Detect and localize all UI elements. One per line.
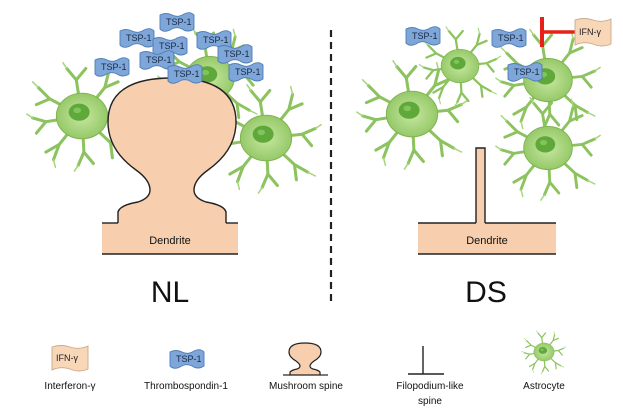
left-panel: Dendrite TSP-1 TSP-1 TSP-1 TSP-1 TSP-1 T… [25, 12, 323, 309]
legend-filopodium-label-1: Filopodium-like [396, 381, 464, 392]
legend-astrocyte-label: Astrocyte [523, 381, 565, 392]
legend-tsp-label: Thrombospondin-1 [144, 381, 228, 392]
tsp-label: TSP-1 [159, 41, 185, 51]
tsp-label: TSP-1 [235, 67, 261, 77]
ifn-gamma-box: IFN-γ [574, 18, 612, 47]
filopodium-spine [475, 147, 486, 225]
tsp-label: TSP-1 [146, 55, 172, 65]
right-panel: TSP-1 TSP-1 TSP-1 IFN-γ Dendrite DS [355, 17, 612, 309]
legend: IFN-γ Interferon-γ TSP-1 Thrombospondin-… [44, 330, 567, 407]
tsp-label: TSP-1 [126, 33, 152, 43]
ifn-inhibition [540, 17, 578, 47]
ifn-label-right: IFN-γ [579, 27, 601, 37]
tsp-right-3: TSP-1 [507, 62, 543, 82]
legend-filopodium-label-2: spine [418, 396, 442, 407]
legend-ifn-icon: IFN-γ [51, 345, 89, 372]
tsp-label: TSP-1 [514, 67, 540, 77]
legend-tsp-icon: TSP-1 [169, 349, 205, 369]
tsp-label: TSP-1 [412, 31, 438, 41]
tsp-label: TSP-1 [166, 17, 192, 27]
dendrite-label-right: Dendrite [466, 235, 508, 247]
legend-ifn-tag: IFN-γ [56, 353, 78, 363]
dendrite-right [418, 223, 556, 254]
condition-label-ds: DS [465, 276, 507, 309]
tsp-label: TSP-1 [498, 33, 524, 43]
dendrite-left [102, 223, 238, 254]
tsp-cluster-left: TSP-1 TSP-1 TSP-1 TSP-1 TSP-1 TSP-1 TSP-… [94, 12, 264, 84]
dendrite-label-left: Dendrite [149, 235, 191, 247]
legend-tsp-tag: TSP-1 [176, 354, 202, 364]
tsp-label: TSP-1 [203, 35, 229, 45]
condition-label-nl: NL [151, 276, 189, 309]
tsp-label: TSP-1 [101, 62, 127, 72]
legend-filopodium-icon [408, 346, 444, 375]
tsp-label: TSP-1 [174, 69, 200, 79]
astrocyte-right-4 [494, 96, 602, 202]
mushroom-spine [107, 77, 237, 225]
tsp-right-1: TSP-1 [405, 26, 441, 46]
legend-mushroom-icon [288, 342, 322, 376]
tsp-label: TSP-1 [224, 49, 250, 59]
tsp-right-2: TSP-1 [491, 28, 527, 48]
legend-astrocyte-icon [521, 330, 567, 375]
legend-mushroom-label: Mushroom spine [269, 381, 343, 392]
legend-ifn-label: Interferon-γ [44, 381, 95, 392]
